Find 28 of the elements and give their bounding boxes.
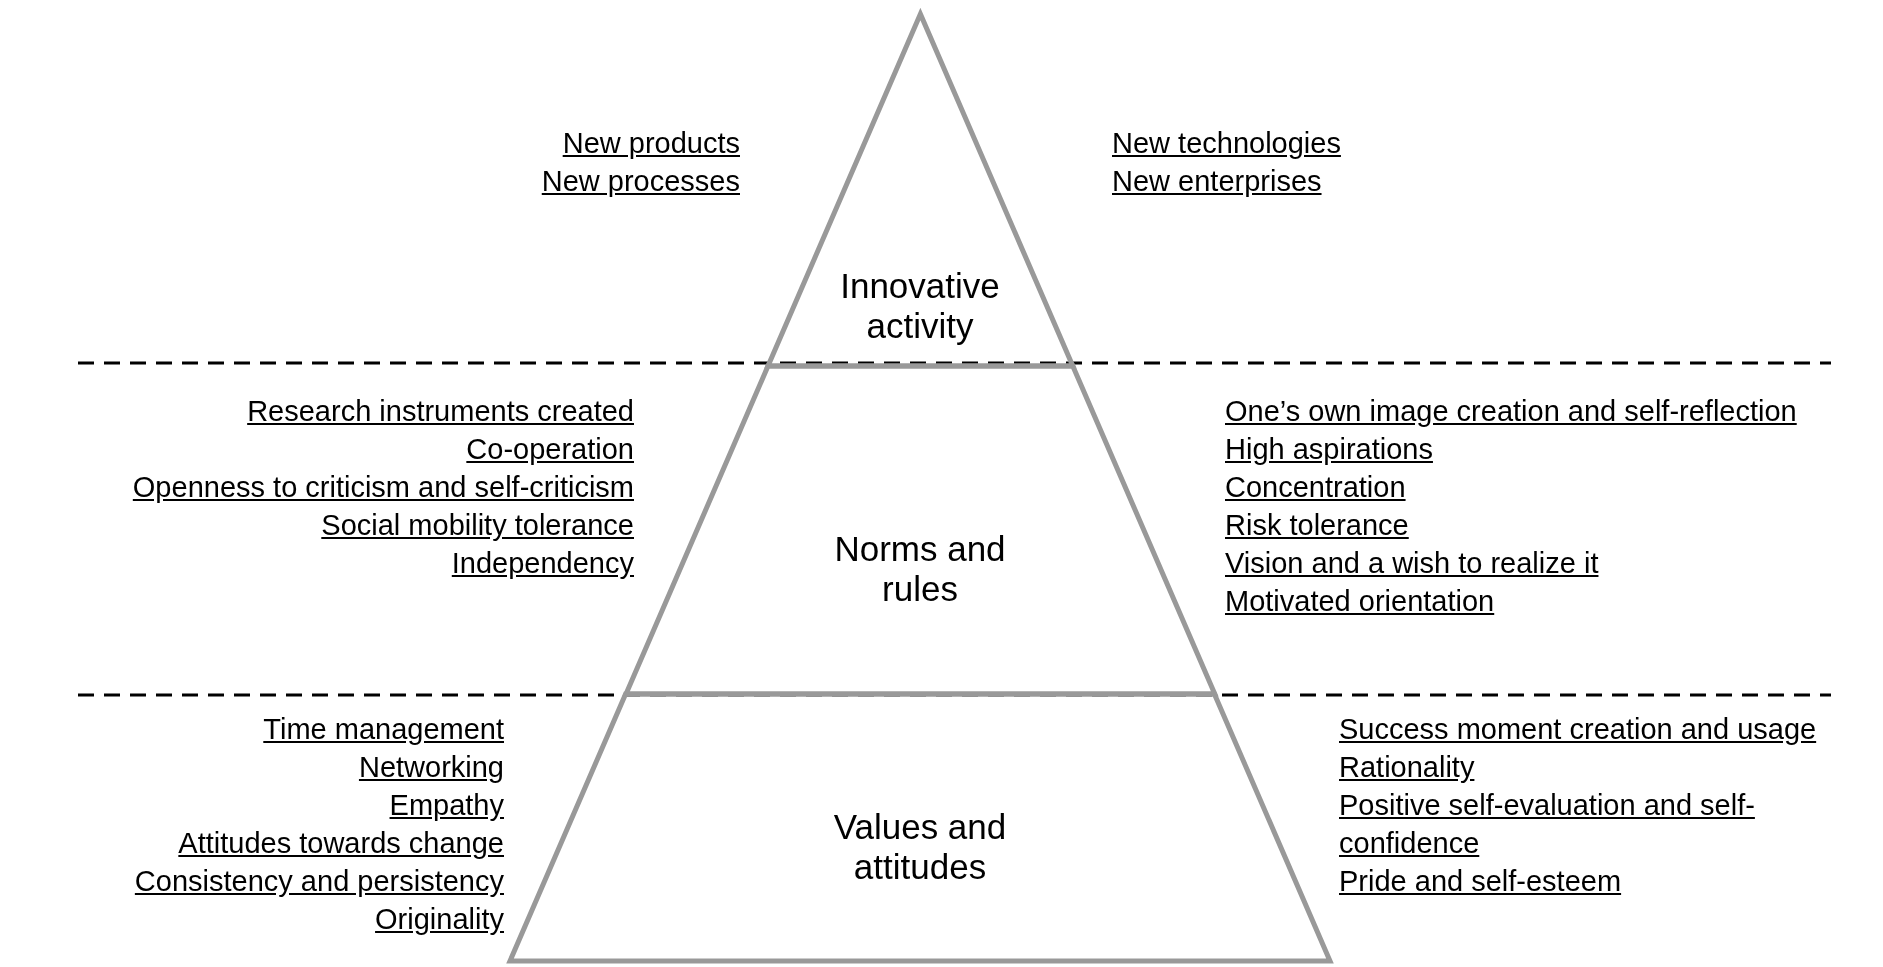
underlined-text: New processes: [540, 164, 740, 199]
layer-label: Norms and rules: [833, 529, 1007, 609]
underlined-text: One’s own image creation and self-reflection: [1225, 394, 1798, 429]
underlined-text: Research instruments created: [246, 394, 634, 429]
underlined-text: Social mobility tolerance: [320, 508, 634, 543]
underlined-text: Success moment creation and usage: [1339, 712, 1818, 747]
underlined-text: New products: [561, 126, 740, 161]
underlined-text: Vision and a wish to realize it: [1225, 546, 1600, 581]
underlined-text: Independency: [450, 546, 634, 581]
underlined-text: New technologies: [1112, 126, 1342, 161]
underlined-text: Co-operation: [465, 432, 634, 467]
underlined-text: New enterprises: [1112, 164, 1323, 199]
underlined-text: Consistency and persistency: [133, 864, 504, 899]
underlined-text: Openness to criticism and self-criticism: [131, 470, 634, 505]
underlined-text: Positive self-evaluation and self-confidence: [1339, 788, 1756, 861]
underlined-text: Motivated orientation: [1225, 584, 1496, 619]
underlined-text: Attitudes towards change: [177, 826, 504, 861]
underlined-text: Rationality: [1339, 750, 1476, 785]
underlined-text: High aspirations: [1225, 432, 1434, 467]
layer-label: Innovative activity: [839, 266, 1001, 346]
underlined-text: Originality: [374, 902, 504, 937]
underlined-text: Empathy: [388, 788, 504, 823]
underlined-text: Pride and self-esteem: [1339, 864, 1623, 899]
underlined-text: Concentration: [1225, 470, 1407, 505]
underlined-text: Risk tolerance: [1225, 508, 1410, 543]
layer-label: Values and attitudes: [832, 807, 1008, 887]
underlined-text: Networking: [357, 750, 504, 785]
underlined-text: Time management: [262, 712, 504, 747]
